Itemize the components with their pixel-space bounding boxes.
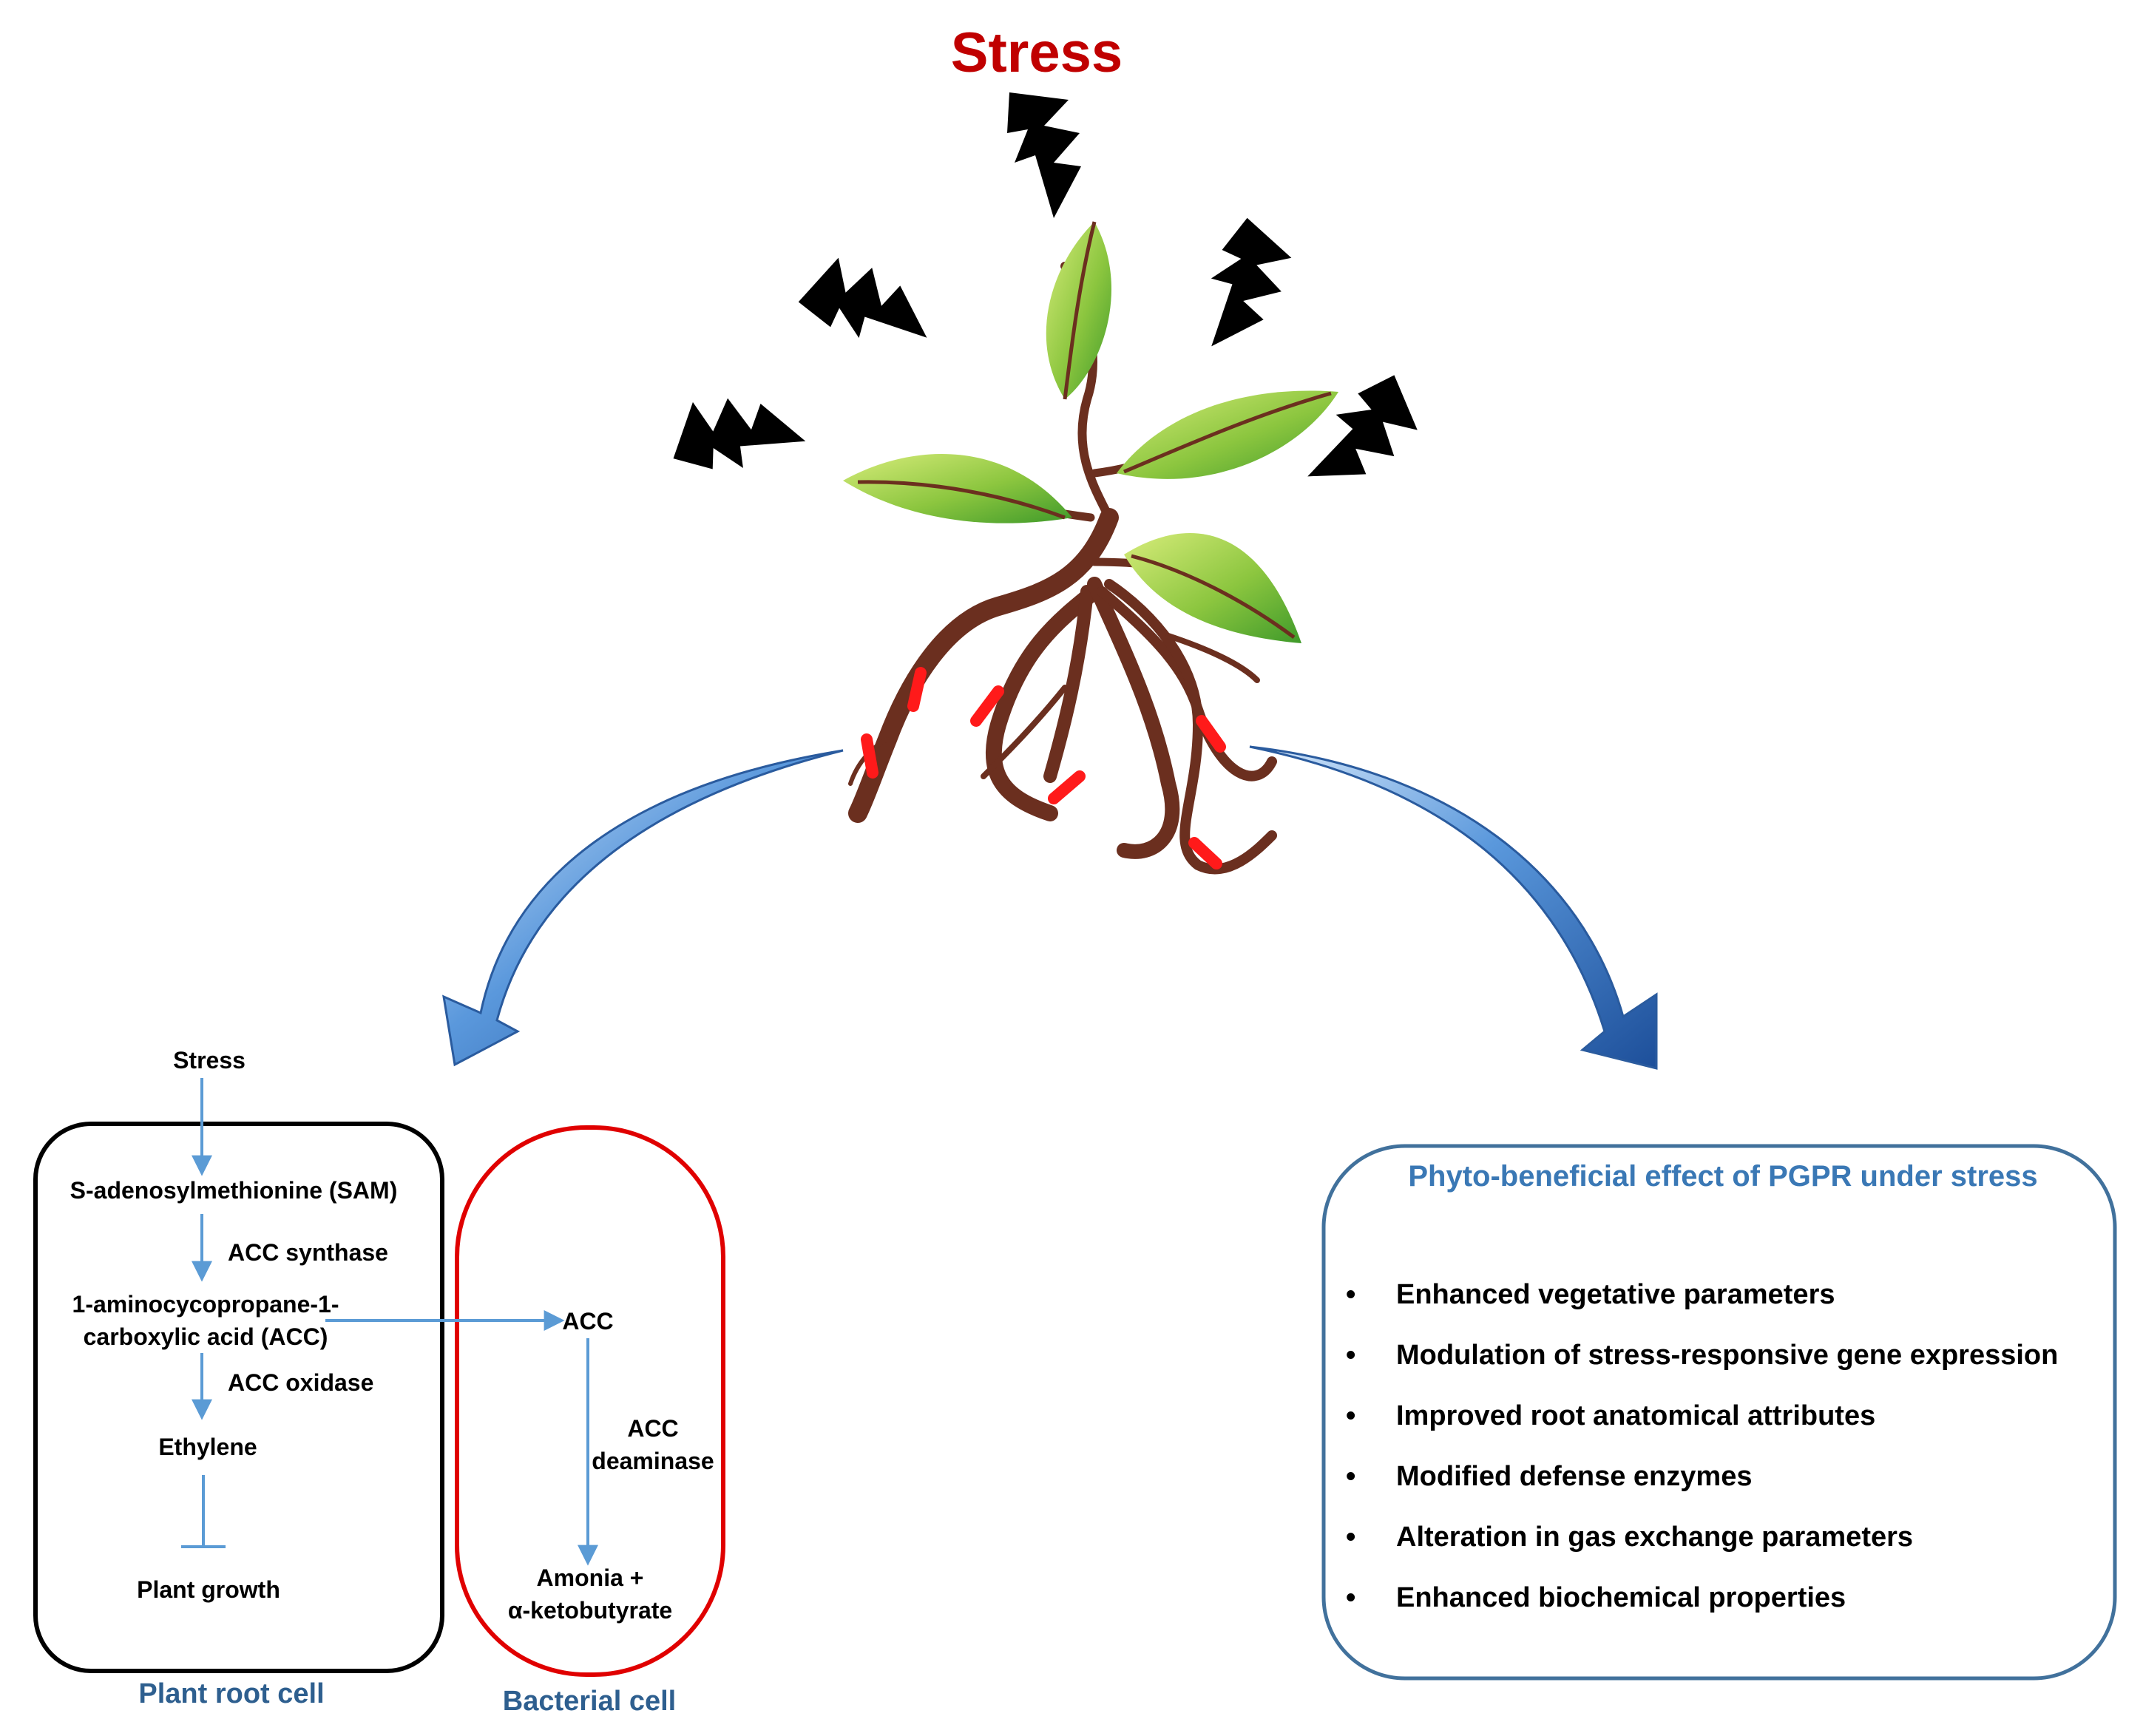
acc-synthase-label: ACC synthase (228, 1239, 388, 1266)
bullet-icon: • (1346, 1582, 1356, 1613)
acc-oxidase-label: ACC oxidase (228, 1369, 374, 1396)
effect-label: Enhanced biochemical properties (1396, 1582, 1846, 1613)
inhibition-symbol (181, 1475, 226, 1548)
plant-illustration (843, 221, 1338, 875)
acc-label-line1: 1-aminocycopropane-1- (72, 1291, 339, 1318)
leaf (1124, 533, 1301, 643)
bullet-icon: • (1346, 1340, 1356, 1371)
product-label-line2: α-ketobutyrate (507, 1597, 673, 1624)
bacterium-icon (1188, 837, 1222, 869)
bacteria (861, 667, 1226, 869)
lightning-bolt-icon (798, 257, 927, 339)
bullet-icon: • (1346, 1279, 1356, 1310)
lightning-bolts (673, 92, 1418, 477)
plant-root-cell-caption: Plant root cell (138, 1678, 325, 1709)
lightning-bolt-icon (1007, 92, 1081, 218)
bacterial-cell-caption: Bacterial cell (502, 1686, 677, 1717)
bacterial-cell-box (455, 1125, 725, 1677)
list-item: • Improved root anatomical attributes (1346, 1397, 2058, 1457)
effect-label: Alteration in gas exchange parameters (1396, 1522, 1914, 1553)
effect-label: Modified defense enzymes (1396, 1461, 1753, 1492)
list-item: • Modified defense enzymes (1346, 1457, 2058, 1518)
effect-label: Modulation of stress-responsive gene exp… (1396, 1340, 2059, 1371)
bacterium-icon (1196, 715, 1226, 753)
pathway-stress-label: Stress (173, 1047, 246, 1074)
bullet-icon: • (1346, 1400, 1356, 1431)
effects-panel-title: Phyto-beneficial effect of PGPR under st… (1408, 1160, 2038, 1193)
plant-root-cell-box (33, 1122, 444, 1673)
plant-growth-label: Plant growth (137, 1576, 280, 1603)
list-item: • Enhanced biochemical properties (1346, 1579, 2058, 1639)
ethylene-label: Ethylene (158, 1434, 257, 1460)
list-item: • Enhanced vegetative parameters (1346, 1275, 2058, 1336)
effect-label: Enhanced vegetative parameters (1396, 1279, 1835, 1310)
bacterium-icon (907, 667, 927, 712)
curved-arrow-left (442, 749, 844, 1067)
bacterium-icon (970, 685, 1004, 727)
acc-deaminase-label-line1: ACC (627, 1415, 679, 1442)
list-item: • Alteration in gas exchange parameters (1346, 1518, 2058, 1579)
list-item: • Modulation of stress-responsive gene ex… (1346, 1336, 2058, 1397)
pathway-arrows (192, 1078, 598, 1566)
page-title: Stress (950, 21, 1123, 84)
leaf (1117, 390, 1338, 479)
leaf (1046, 221, 1111, 400)
acc-deaminase-label-line2: deaminase (592, 1448, 714, 1474)
acc-label-line2: carboxylic acid (ACC) (83, 1323, 328, 1350)
lightning-bolt-icon (1211, 217, 1292, 347)
product-label-line1: Amonia + (536, 1564, 644, 1591)
bullet-icon: • (1346, 1522, 1356, 1553)
effect-label: Improved root anatomical attributes (1396, 1400, 1876, 1431)
leaf (843, 454, 1072, 523)
bullet-icon: • (1346, 1461, 1356, 1492)
roots (848, 508, 1277, 875)
bacterium-icon (1048, 770, 1086, 804)
effects-panel-box (1321, 1144, 2117, 1681)
sam-label: S-adenosylmethionine (SAM) (70, 1177, 398, 1204)
lightning-bolt-icon (1307, 375, 1418, 477)
bacterium-icon (861, 733, 878, 779)
curved-arrow-right (1249, 745, 1658, 1070)
bacterial-acc-label: ACC (562, 1308, 614, 1335)
effects-list: • Enhanced vegetative parameters • Modulat… (1346, 1275, 2058, 1639)
lightning-bolt-icon (673, 398, 806, 469)
